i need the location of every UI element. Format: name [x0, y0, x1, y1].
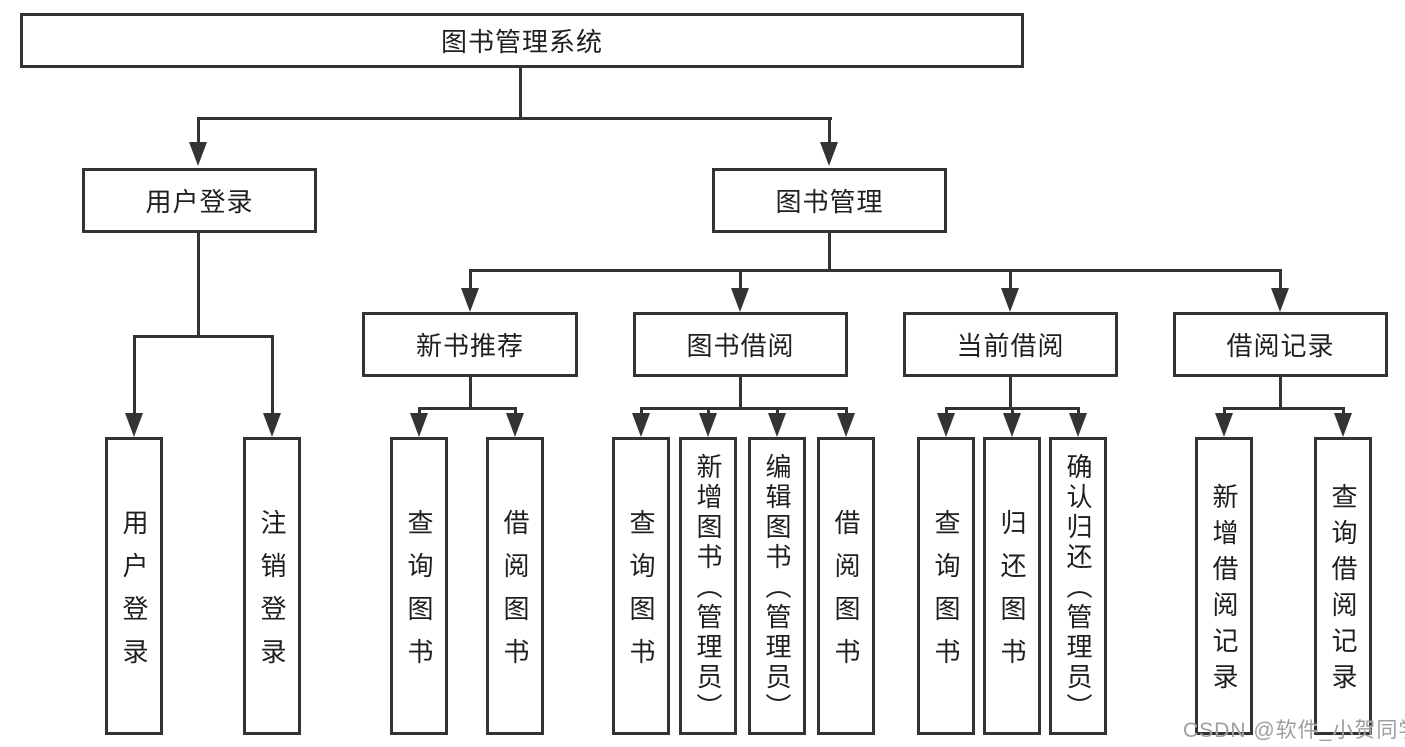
connector-drop-borrow-edit	[776, 407, 779, 416]
connector-drop-borrow	[739, 269, 742, 291]
connector-recommend-stem	[469, 377, 472, 410]
leaf-borrow-query-books: 查询图书	[612, 437, 670, 735]
connector-book-rail	[469, 269, 1281, 272]
connector-drop-book-management	[828, 117, 831, 145]
leaf-records-query-record: 查询借阅记录	[1314, 437, 1372, 735]
leaf-borrow-edit-books-admin-label: 编辑图书（管理员）	[762, 453, 792, 723]
leaf-current-query-books: 查询图书	[917, 437, 975, 735]
leaf-borrow-edit-books-admin: 编辑图书（管理员）	[748, 437, 806, 735]
connector-drop-records-add	[1223, 407, 1226, 416]
leaf-borrow-add-books-admin-label: 新增图书（管理员）	[693, 453, 723, 723]
connector-drop-leaf-logout	[271, 335, 274, 415]
leaf-borrow-add-books-admin: 新增图书（管理员）	[679, 437, 737, 735]
node-borrow-records: 借阅记录	[1173, 312, 1388, 377]
csdn-watermark: CSDN @软件_小贺同学	[1183, 719, 1405, 742]
connector-borrow-stem	[739, 377, 742, 410]
arrowhead-records-query	[1334, 413, 1352, 437]
leaf-user-login-label: 用户登录	[119, 508, 149, 681]
leaf-logout: 注销登录	[243, 437, 301, 735]
connector-drop-records	[1279, 269, 1282, 291]
arrowhead-borrow-borrow	[837, 413, 855, 437]
node-user-login-label: 用户登录	[145, 187, 254, 217]
connector-drop-current-confirm	[1077, 407, 1080, 416]
node-book-management-branch: 图书管理	[712, 168, 947, 233]
node-book-borrow: 图书借阅	[633, 312, 848, 377]
arrowhead-borrow	[731, 288, 749, 312]
leaf-recommend-query-books: 查询图书	[390, 437, 448, 735]
node-new-book-recommend: 新书推荐	[362, 312, 578, 377]
arrowhead-current-query	[937, 413, 955, 437]
connector-user-stem	[197, 233, 200, 338]
connector-records-rail	[1223, 407, 1344, 410]
node-book-borrow-label: 图书借阅	[686, 331, 795, 361]
node-current-borrow-label: 当前借阅	[956, 331, 1065, 361]
arrowhead-book-management	[820, 142, 838, 166]
leaf-recommend-borrow-books: 借阅图书	[486, 437, 544, 735]
arrowhead-records-add	[1215, 413, 1233, 437]
arrowhead-leaf-user-login	[125, 413, 143, 437]
node-root-label: 图书管理系统	[440, 27, 603, 57]
leaf-recommend-borrow-books-label: 借阅图书	[500, 508, 530, 681]
node-new-book-recommend-label: 新书推荐	[415, 331, 524, 361]
arrowhead-recommend-borrow	[506, 413, 524, 437]
leaf-current-confirm-return-admin: 确认归还（管理员）	[1049, 437, 1107, 735]
leaf-borrow-borrow-books-label: 借阅图书	[831, 508, 861, 681]
arrowhead-borrow-edit	[768, 413, 786, 437]
connector-user-rail	[133, 335, 274, 338]
connector-drop-borrow-borrow	[845, 407, 848, 416]
arrowhead-user-login	[189, 142, 207, 166]
connector-current-stem	[1009, 377, 1012, 410]
leaf-current-return-books: 归还图书	[983, 437, 1041, 735]
arrowhead-borrow-query	[632, 413, 650, 437]
connector-drop-current	[1009, 269, 1012, 291]
node-user-login-branch: 用户登录	[82, 168, 317, 233]
leaf-current-return-books-label: 归还图书	[997, 508, 1027, 681]
leaf-records-query-record-label: 查询借阅记录	[1328, 483, 1358, 699]
connector-drop-recommend-borrow	[514, 407, 517, 416]
leaf-borrow-query-books-label: 查询图书	[626, 508, 656, 681]
connector-drop-records-query	[1342, 407, 1345, 416]
connector-root-rail	[197, 117, 832, 120]
arrowhead-leaf-logout	[263, 413, 281, 437]
arrowhead-borrow-add	[699, 413, 717, 437]
connector-drop-recommend-query	[418, 407, 421, 416]
arrowhead-records	[1271, 288, 1289, 312]
node-root-system: 图书管理系统	[20, 13, 1024, 68]
arrowhead-recommend	[461, 288, 479, 312]
leaf-records-add-record: 新增借阅记录	[1195, 437, 1253, 735]
connector-borrow-rail	[640, 407, 847, 410]
connector-drop-borrow-query	[640, 407, 643, 416]
connector-root-stem	[519, 68, 522, 120]
connector-book-stem	[828, 233, 831, 271]
leaf-current-confirm-return-admin-label: 确认归还（管理员）	[1063, 453, 1093, 723]
connector-drop-recommend	[469, 269, 472, 291]
leaf-recommend-query-books-label: 查询图书	[404, 508, 434, 681]
node-borrow-records-label: 借阅记录	[1226, 331, 1335, 361]
node-current-borrow: 当前借阅	[903, 312, 1118, 377]
connector-drop-user-login	[197, 117, 200, 145]
connector-drop-leaf-user-login	[133, 335, 136, 415]
arrowhead-recommend-query	[410, 413, 428, 437]
leaf-logout-label: 注销登录	[257, 508, 287, 681]
arrowhead-current	[1001, 288, 1019, 312]
leaf-current-query-books-label: 查询图书	[931, 508, 961, 681]
connector-drop-borrow-add	[707, 407, 710, 416]
connector-drop-current-query	[945, 407, 948, 416]
leaf-user-login: 用户登录	[105, 437, 163, 735]
node-book-management-label: 图书管理	[775, 187, 884, 217]
connector-drop-current-return	[1011, 407, 1014, 416]
leaf-borrow-borrow-books: 借阅图书	[817, 437, 875, 735]
arrowhead-current-confirm	[1069, 413, 1087, 437]
leaf-records-add-record-label: 新增借阅记录	[1209, 483, 1239, 699]
arrowhead-current-return	[1003, 413, 1021, 437]
connector-records-stem	[1279, 377, 1282, 410]
connector-recommend-rail	[418, 407, 517, 410]
